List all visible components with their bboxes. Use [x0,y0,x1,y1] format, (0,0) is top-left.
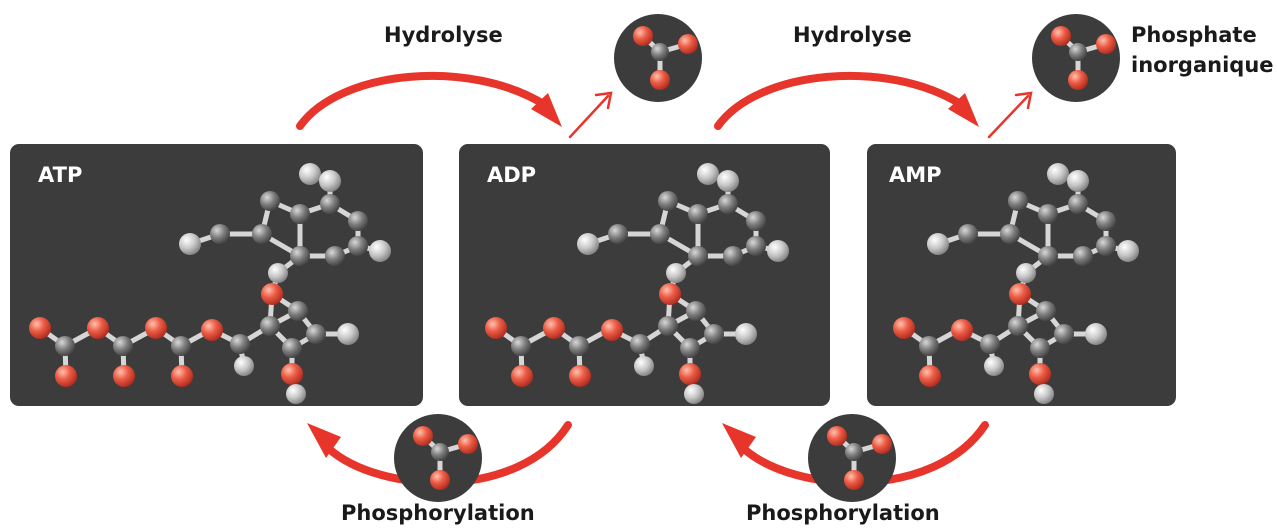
molecule-panel-adp: ADP [459,144,830,406]
molecule-panel-atp: ATP [10,144,423,406]
inorganic-phosphate-label: Phosphate inorganique [1131,23,1274,77]
release-arrow-1 [568,91,613,139]
hydrolysis-arrow-1 [296,71,562,130]
phosphorylation-label: Phosphorylation [746,501,940,525]
phosphate-badge [808,414,896,502]
molecule-label: ATP [38,163,82,187]
phosphate-label-line-2: inorganique [1131,53,1274,77]
hydrolysis-label: Hydrolyse [793,23,912,47]
hydrolysis-arrow-2 [714,71,979,130]
molecule-label: AMP [889,163,942,187]
amp-molecule [893,163,1139,404]
molecule-panel-amp: AMP [867,144,1176,406]
phosphate-badge [394,414,482,502]
phosphate-badge [614,14,702,102]
release-arrow-2 [987,91,1033,139]
phosphorylation-label: Phosphorylation [341,501,535,525]
phosphate-label-line-1: Phosphate [1131,23,1257,47]
adp-molecule [485,163,789,404]
atp-molecule [29,163,391,404]
hydrolysis-label: Hydrolyse [384,23,503,47]
inorganic-phosphate-badge [1032,14,1120,102]
molecule-label: ADP [487,163,536,187]
